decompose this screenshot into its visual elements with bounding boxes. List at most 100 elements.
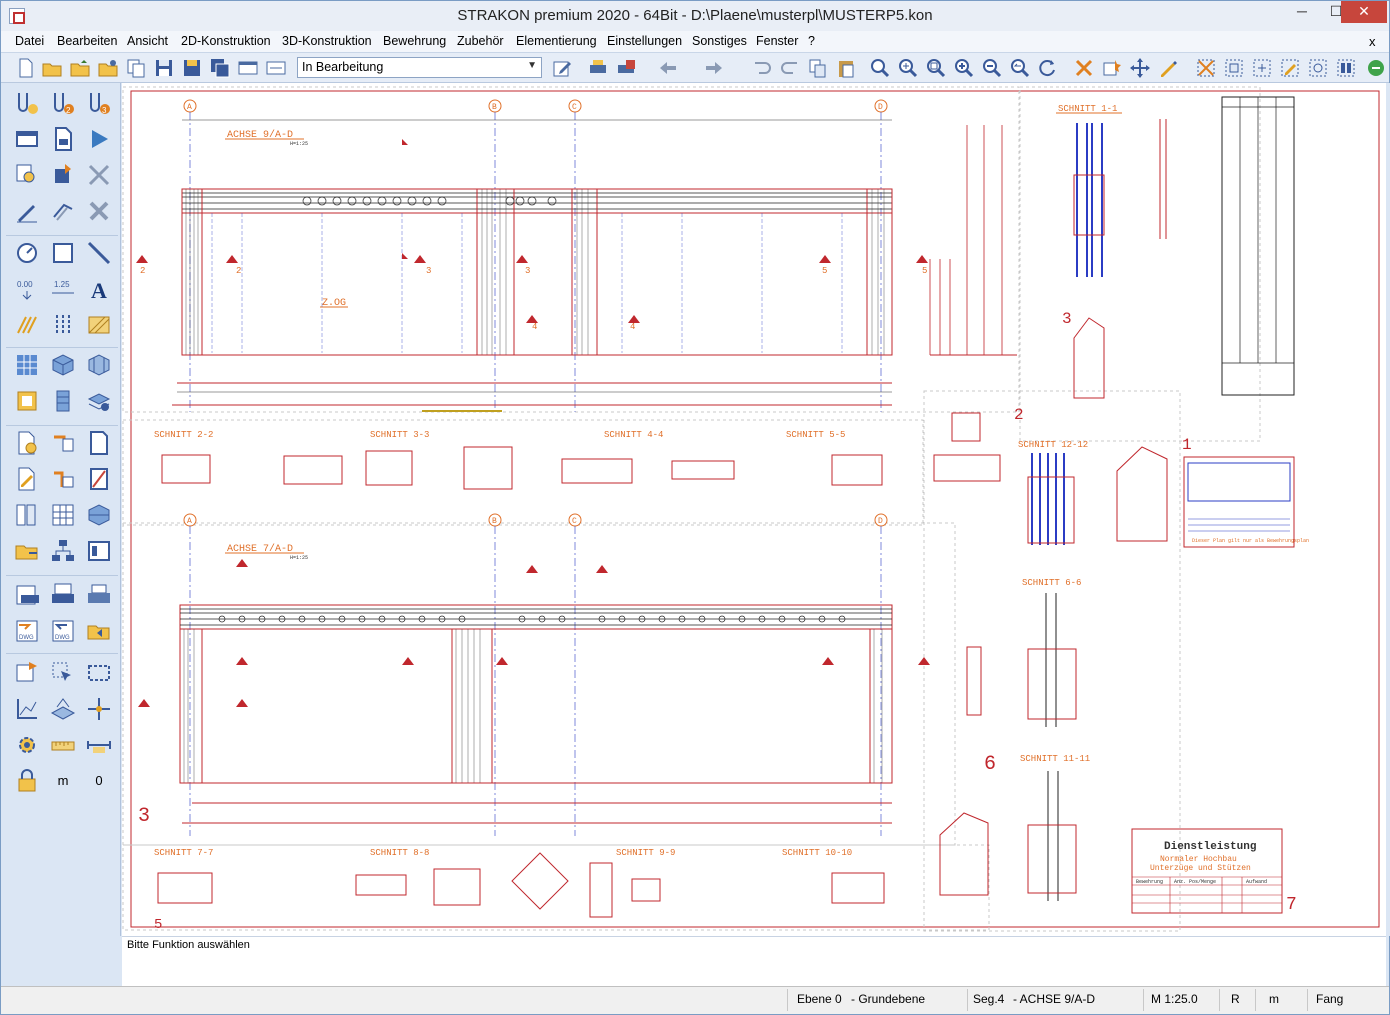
- window-list-icon[interactable]: [237, 57, 259, 79]
- zoom-out-icon[interactable]: [981, 57, 1003, 79]
- select-element-icon[interactable]: [49, 659, 77, 687]
- select-edit-icon[interactable]: [1279, 57, 1301, 79]
- undo-step-icon[interactable]: [751, 57, 773, 79]
- menu-bewehrung[interactable]: Bewehrung: [383, 34, 447, 48]
- move-icon[interactable]: [1129, 57, 1151, 79]
- panel-tool-icon[interactable]: [85, 537, 113, 565]
- cad-drawing[interactable]: ACHSE 9/A-D H=1:25 Z.OG A B C D: [122, 83, 1386, 936]
- stack-tool-icon[interactable]: [85, 387, 113, 415]
- edit-page-icon[interactable]: [13, 465, 41, 493]
- status-snap[interactable]: Fang: [1316, 992, 1344, 1006]
- rebar-bend-icon[interactable]: [49, 465, 77, 493]
- open-project-icon[interactable]: [97, 57, 119, 79]
- mdi-close-button[interactable]: x: [1369, 34, 1376, 49]
- select-all-icon[interactable]: [1335, 57, 1357, 79]
- redo-icon[interactable]: [703, 57, 725, 79]
- select-rotate-icon[interactable]: [1307, 57, 1329, 79]
- menu-einstellungen[interactable]: Einstellungen: [607, 34, 683, 48]
- cut-tool-icon[interactable]: [85, 161, 113, 189]
- paste-icon[interactable]: [835, 57, 857, 79]
- modify-icon[interactable]: [1157, 57, 1179, 79]
- play-icon[interactable]: [85, 125, 113, 153]
- stirrup-tool-icon[interactable]: [49, 197, 77, 225]
- print-setup-icon[interactable]: [587, 57, 609, 79]
- status-scale[interactable]: M 1:25.0: [1151, 992, 1198, 1006]
- zoom-plus-icon[interactable]: [953, 57, 975, 79]
- rebar-tool-3-icon[interactable]: 3: [85, 89, 113, 117]
- zoom-icon[interactable]: [869, 57, 891, 79]
- vertical-hatch-icon[interactable]: [49, 311, 77, 339]
- window-tool-icon[interactable]: [13, 125, 41, 153]
- menu-ansicht[interactable]: Ansicht: [127, 34, 168, 48]
- dimension-tool-icon[interactable]: 1.25: [49, 275, 77, 303]
- menu-2d-konstruktion[interactable]: 2D-Konstruktion: [181, 34, 271, 48]
- cube-table-icon[interactable]: [85, 501, 113, 529]
- printer-icon[interactable]: [85, 581, 113, 609]
- rectangle-tool-icon[interactable]: [49, 239, 77, 267]
- plan-status-select[interactable]: In Bearbeitung ▼: [297, 57, 542, 78]
- save-as-icon[interactable]: [181, 57, 203, 79]
- page-tool-icon[interactable]: [85, 429, 113, 457]
- rebar-tool-2-icon[interactable]: 2: [49, 89, 77, 117]
- menu-bearbeiten[interactable]: Bearbeiten: [57, 34, 118, 48]
- delete-tool-icon[interactable]: [85, 197, 113, 225]
- search-tool-icon[interactable]: [13, 161, 41, 189]
- structure-tool-icon[interactable]: [49, 537, 77, 565]
- save-icon[interactable]: [153, 57, 175, 79]
- view-3d-icon[interactable]: [49, 695, 77, 723]
- close-button[interactable]: ✕: [1341, 1, 1387, 23]
- layer-settings-icon[interactable]: [13, 659, 41, 687]
- new-file-icon[interactable]: [15, 57, 37, 79]
- columns-tool-icon[interactable]: [13, 501, 41, 529]
- measure-distance-icon[interactable]: [85, 731, 113, 759]
- lock-icon[interactable]: [13, 767, 41, 795]
- print-pdf-icon[interactable]: [615, 57, 637, 79]
- window-panel-icon[interactable]: [265, 57, 287, 79]
- transfer-tool-icon[interactable]: [49, 161, 77, 189]
- axis-chart-icon[interactable]: [13, 695, 41, 723]
- pen-tool-icon[interactable]: [13, 197, 41, 225]
- dwg-export-icon[interactable]: DWG: [13, 617, 41, 645]
- measure-angle-icon[interactable]: [13, 239, 41, 267]
- element-info-icon[interactable]: [1101, 57, 1123, 79]
- open-folder-icon[interactable]: [41, 57, 63, 79]
- select-area-icon[interactable]: [85, 659, 113, 687]
- zoom-window-icon[interactable]: [925, 57, 947, 79]
- minimize-button[interactable]: ─: [1297, 3, 1307, 19]
- sync-icon[interactable]: [1365, 57, 1387, 79]
- fill-pattern-icon[interactable]: [85, 311, 113, 339]
- save-all-icon[interactable]: [209, 57, 231, 79]
- zoom-in-icon[interactable]: [897, 57, 919, 79]
- maximize-button[interactable]: ☐: [1329, 3, 1343, 19]
- element-grid-icon[interactable]: [13, 351, 41, 379]
- zoom-previous-icon[interactable]: [1009, 57, 1031, 79]
- edit-properties-icon[interactable]: [551, 57, 573, 79]
- line-tool-icon[interactable]: [85, 239, 113, 267]
- ruler-icon[interactable]: [49, 731, 77, 759]
- text-tool-icon[interactable]: A: [85, 275, 113, 303]
- open-folder-up-icon[interactable]: [69, 57, 91, 79]
- menu-zubehoer[interactable]: Zubehör: [457, 34, 504, 48]
- rebar-shape-icon[interactable]: [49, 429, 77, 457]
- menu-help[interactable]: ?: [808, 34, 815, 48]
- unit-label[interactable]: m: [57, 773, 69, 788]
- element-table-icon[interactable]: [13, 387, 41, 415]
- copy-pages-icon[interactable]: [125, 57, 147, 79]
- status-layer[interactable]: Ebene 0: [797, 992, 842, 1006]
- select-fence-icon[interactable]: [1251, 57, 1273, 79]
- settings-page-icon[interactable]: [13, 429, 41, 457]
- menu-datei[interactable]: Datei: [15, 34, 45, 48]
- command-line-panel[interactable]: Bitte Funktion auswählen: [122, 936, 1386, 986]
- gear-icon[interactable]: [13, 731, 41, 759]
- select-cross-icon[interactable]: [1195, 57, 1217, 79]
- cube-grid-icon[interactable]: [85, 351, 113, 379]
- zero-label[interactable]: 0: [95, 773, 103, 788]
- dwg-import-icon[interactable]: DWG: [49, 617, 77, 645]
- diagonal-page-icon[interactable]: [85, 465, 113, 493]
- building-tool-icon[interactable]: [49, 387, 77, 415]
- grid-table-icon[interactable]: [49, 501, 77, 529]
- regenerate-icon[interactable]: [1037, 57, 1059, 79]
- drawing-canvas[interactable]: ACHSE 9/A-D H=1:25 Z.OG A B C D: [122, 83, 1386, 936]
- status-unit[interactable]: m: [1269, 992, 1279, 1006]
- status-segment[interactable]: Seg.4: [973, 992, 1005, 1006]
